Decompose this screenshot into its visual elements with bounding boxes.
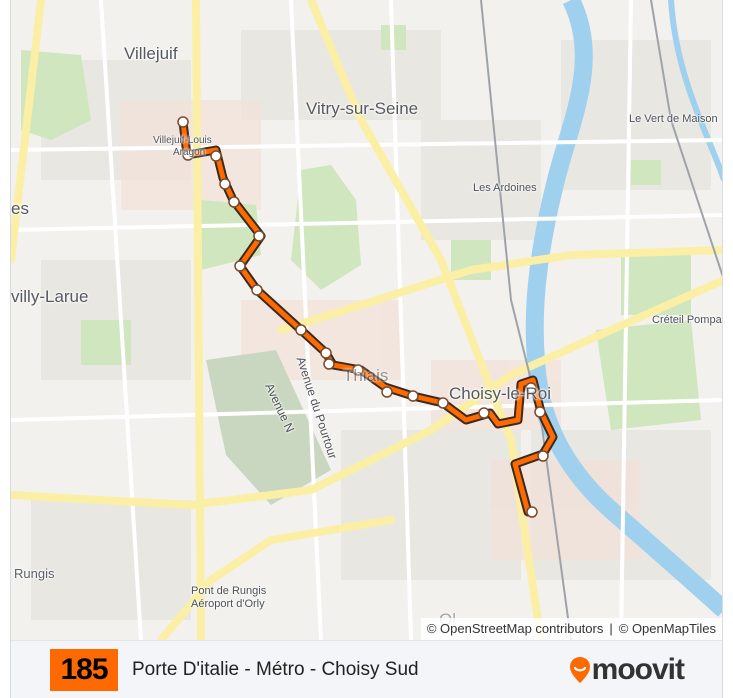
route-number-badge: 185 (50, 649, 118, 691)
brand-wordmark: moovit (591, 653, 685, 686)
place-label-le-vert-de-maison: Le Vert de Maison (629, 113, 718, 125)
route-map[interactable]: Villejuif Vitry-sur-Seine Le Vert de Mai… (11, 0, 722, 640)
stop-marker (437, 397, 449, 409)
stop-marker (323, 358, 335, 370)
stop-marker (219, 178, 231, 190)
stop-label-villejuif-louis-aragon: Villejuif-Louis (153, 135, 212, 146)
omt-attribution-link[interactable]: © OpenMapTiles (618, 621, 716, 636)
stop-marker (234, 260, 246, 272)
stop-label-aragon: Aragon (173, 147, 206, 158)
attribution-separator: | (609, 621, 613, 636)
place-label-rungis: Rungis (14, 566, 55, 581)
stop-marker (253, 230, 265, 242)
stop-marker (407, 390, 419, 402)
major-road (192, 0, 205, 640)
place-label-les-ardoines: Les Ardoines (473, 182, 537, 194)
place-label-villy-larue: villy-Larue (11, 287, 89, 306)
map-canvas (11, 0, 722, 640)
stop-marker (525, 382, 537, 394)
market-area (206, 350, 331, 505)
stop-marker (182, 149, 194, 161)
stop-marker (177, 116, 189, 128)
stop-marker (228, 196, 240, 208)
place-label-creteil: Créteil Pompa (652, 314, 722, 326)
stop-marker (381, 386, 393, 398)
place-label-es: es (11, 199, 29, 218)
place-label-choisy-le-roi: Choisy-le-Roi (449, 384, 552, 403)
stop-marker (478, 407, 490, 419)
place-label-villejuif: Villejuif (124, 44, 178, 63)
stop-marker (251, 284, 263, 296)
stop-marker (526, 506, 538, 518)
stop-marker (295, 324, 307, 336)
stop-marker (537, 450, 549, 462)
place-label-pont-de-rungis: Pont de Rungis (191, 585, 267, 597)
stop-marker (352, 364, 364, 376)
route-description: Porte D'italie - Métro - Choisy Sud (132, 659, 419, 680)
stop-marker (534, 406, 546, 418)
moovit-logo[interactable]: moovit (569, 653, 685, 687)
place-label-aeroport-orly: Aéroport d'Orly (191, 598, 265, 610)
place-label-thiais: Thiais (343, 366, 389, 385)
map-widget: Villejuif Vitry-sur-Seine Le Vert de Mai… (10, 0, 723, 698)
place-label-vitry: Vitry-sur-Seine (306, 99, 419, 118)
osm-attribution-link[interactable]: © OpenStreetMap contributors (426, 621, 604, 636)
route-footer: 185 Porte D'italie - Métro - Choisy Sud … (11, 640, 722, 698)
location-pin-icon (569, 657, 590, 683)
stop-marker (320, 347, 332, 359)
stop-marker (210, 150, 222, 162)
map-attribution: © OpenStreetMap contributors | © OpenMap… (420, 618, 722, 640)
